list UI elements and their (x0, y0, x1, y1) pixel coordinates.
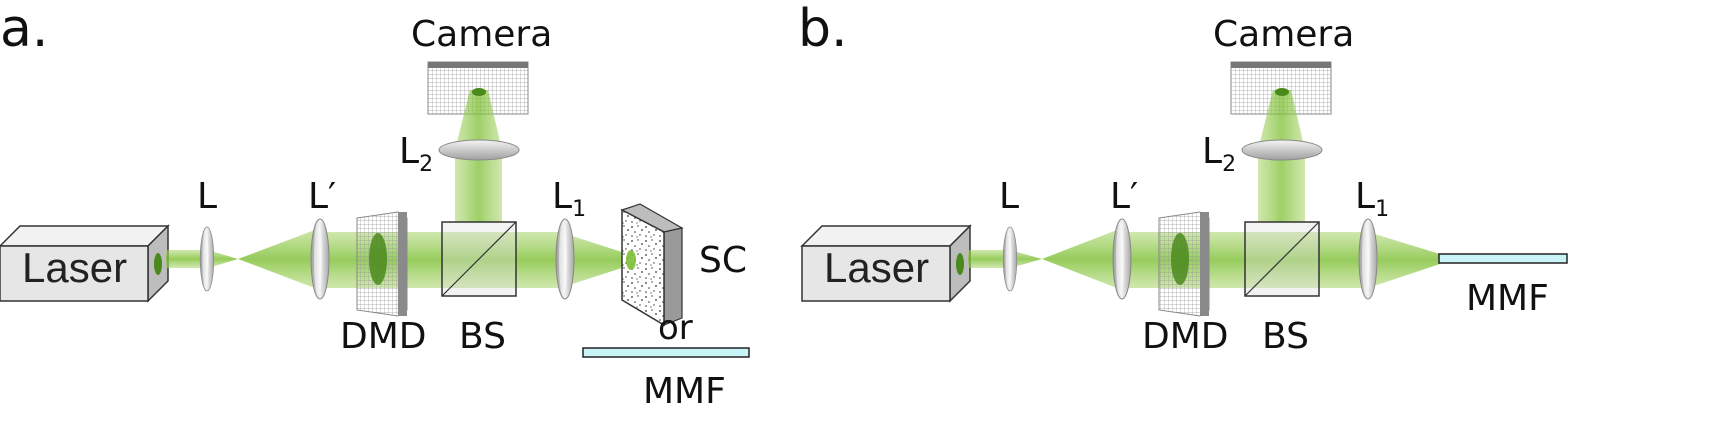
sc-label: SC (699, 240, 747, 281)
multimode-fiber (1438, 253, 1568, 264)
beam-spot-camera (472, 88, 486, 96)
panel-a: a. Camera L2 Laser L L′ (0, 0, 750, 412)
l1-label: L1 (552, 176, 586, 222)
lens-l-prime (1112, 218, 1132, 300)
bs-label: BS (1262, 316, 1309, 357)
lens-l-prime (310, 218, 330, 300)
lens-l2 (438, 139, 520, 161)
l2-label: L2 (1202, 131, 1236, 177)
l1-label: L1 (1355, 176, 1389, 222)
dmd (356, 211, 408, 317)
beam-focus-sc (560, 232, 628, 288)
panel-b: b. Camera L2 Laser L L′ DMD (798, 0, 1568, 357)
dmd-label: DMD (1142, 316, 1229, 357)
lens-l1 (1358, 218, 1378, 300)
laser-label: Laser (22, 244, 127, 291)
dmd-label: DMD (340, 316, 427, 357)
laser-label: Laser (824, 244, 929, 291)
beam-expander (1042, 228, 1122, 290)
lens-l1 (555, 218, 575, 300)
beam-focus-mmf (1368, 232, 1440, 288)
l-prime-label: L′ (308, 176, 336, 217)
panel-label: a. (0, 0, 48, 59)
scattering-medium (620, 203, 684, 327)
beam-spot-camera (1275, 88, 1289, 96)
dmd (1158, 211, 1210, 317)
beam-expander (238, 228, 320, 290)
beam-splitter (441, 221, 517, 297)
or-label: or (658, 308, 693, 348)
panel-label: b. (798, 0, 848, 59)
beam-collimated (320, 232, 560, 288)
mmf-label: MMF (1466, 278, 1549, 319)
l2-label: L2 (399, 131, 433, 177)
lens-l (199, 226, 215, 292)
camera-label: Camera (411, 14, 552, 55)
multimode-fiber (582, 347, 750, 358)
l-prime-label: L′ (1110, 176, 1138, 217)
mmf-label: MMF (643, 371, 726, 412)
beam-splitter (1244, 221, 1320, 297)
camera-label: Camera (1213, 14, 1354, 55)
l-label: L (197, 176, 217, 217)
l-label: L (999, 176, 1019, 217)
bs-label: BS (459, 316, 506, 357)
lens-l2 (1241, 139, 1323, 161)
lens-l (1002, 226, 1018, 292)
